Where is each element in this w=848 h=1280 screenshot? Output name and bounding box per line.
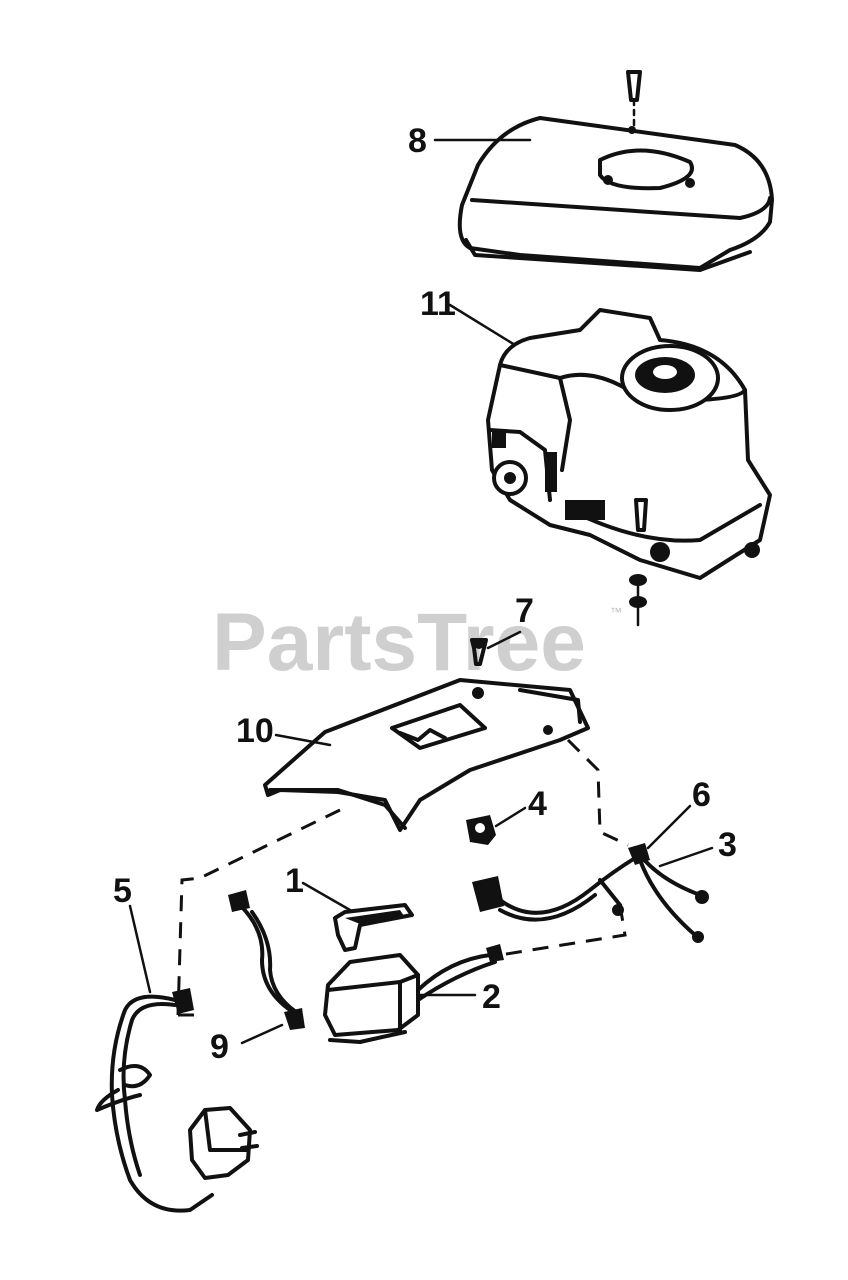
callout-10[interactable]: 10	[236, 712, 274, 750]
callout-4[interactable]: 4	[528, 785, 547, 823]
callout-5[interactable]: 5	[113, 872, 132, 910]
part-2-module[interactable]	[323, 944, 504, 1044]
part-4-connector[interactable]	[466, 815, 496, 845]
part-3-wiring-harness[interactable]	[472, 843, 709, 943]
callout-3[interactable]: 3	[718, 826, 737, 864]
callout-11[interactable]: 11	[420, 285, 456, 323]
callout-1[interactable]: 1	[285, 862, 304, 900]
callout-7[interactable]: 7	[515, 592, 534, 630]
parts-tree-watermark: PartsTree ™	[212, 597, 622, 688]
part-5-charger-cord[interactable]	[95, 988, 259, 1213]
watermark-trademark: ™	[610, 605, 622, 619]
assembly-guide-lines	[176, 738, 629, 1017]
part-11-engine[interactable]	[486, 308, 772, 627]
callout-6[interactable]: 6	[692, 776, 711, 814]
part-10-bracket-plate[interactable]	[263, 678, 590, 832]
part-8-cover[interactable]	[457, 70, 774, 272]
part-9-lead-wire[interactable]	[228, 890, 305, 1030]
callout-2[interactable]: 2	[482, 978, 501, 1016]
callout-8[interactable]: 8	[408, 122, 427, 160]
callout-labels: 8 11 7 10 4 6 3 1 5 2 9	[113, 122, 737, 1066]
watermark-text: PartsTree	[212, 597, 586, 688]
part-1-clip[interactable]	[333, 903, 414, 952]
callout-9[interactable]: 9	[210, 1028, 229, 1066]
leader-lines	[128, 138, 714, 1045]
part-7-screw[interactable]	[470, 638, 488, 666]
